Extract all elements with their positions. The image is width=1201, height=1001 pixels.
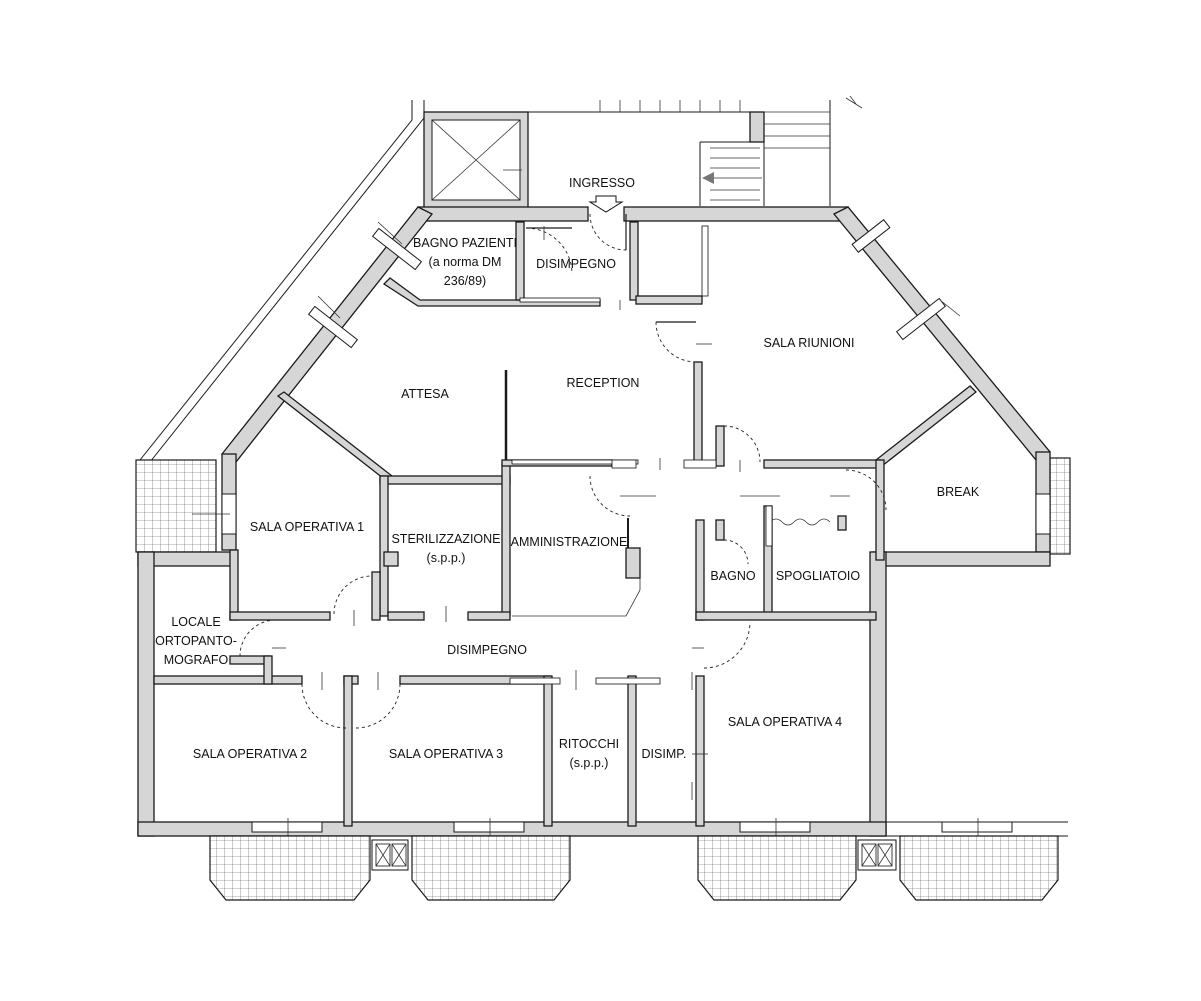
label-bagno-pazienti-ref: 236/89) — [444, 274, 486, 288]
label-mografo: MOGRAFO — [164, 653, 229, 667]
label-sala-operativa-4: SALA OPERATIVA 4 — [728, 715, 842, 729]
label-disimp: DISIMP. — [642, 747, 687, 761]
balcony-grid-right — [1049, 457, 1071, 555]
entrance-lobby — [503, 100, 830, 213]
label-disimpegno-main: DISIMPEGNO — [447, 643, 527, 657]
label-spogliatoio: SPOGLIATOIO — [776, 569, 861, 583]
swing-doors — [239, 213, 887, 729]
label-sterilizzazione-note: (s.p.p.) — [427, 551, 466, 565]
label-bagno: BAGNO — [710, 569, 755, 583]
label-disimpegno-top: DISIMPEGNO — [536, 257, 616, 271]
label-bagno-pazienti: BAGNO PAZIENTI — [413, 236, 517, 250]
label-locale: LOCALE — [171, 615, 220, 629]
label-sala-operativa-2: SALA OPERATIVA 2 — [193, 747, 307, 761]
label-ortopanto: ORTOPANTO- — [155, 634, 237, 648]
label-sala-operativa-3: SALA OPERATIVA 3 — [389, 747, 503, 761]
label-bagno-pazienti-note: (a norma DM — [429, 255, 502, 269]
arrow-left-icon — [702, 172, 762, 184]
dimension-ticks — [272, 226, 850, 800]
windows — [192, 219, 1051, 858]
label-sala-riunioni: SALA RIUNIONI — [764, 336, 855, 350]
label-ritocchi-note: (s.p.p.) — [570, 756, 609, 770]
north-corner-detail — [845, 95, 863, 109]
label-sterilizzazione: STERILIZZAZIONE — [391, 532, 500, 546]
label-attesa: ATTESA — [401, 387, 449, 401]
label-ingresso: INGRESSO — [569, 176, 635, 190]
label-sala-operativa-1: SALA OPERATIVA 1 — [250, 520, 364, 534]
label-break: BREAK — [937, 485, 980, 499]
elevator-shaft — [423, 111, 529, 209]
room-labels: INGRESSO BAGNO PAZIENTI (a norma DM 236/… — [155, 176, 980, 770]
bottom-balconies — [209, 835, 1059, 901]
balcony-grid-left — [135, 459, 217, 553]
stairs — [599, 100, 830, 201]
label-ritocchi: RITOCCHI — [559, 737, 619, 751]
arrow-down-icon — [588, 195, 624, 213]
label-amministrazione: AMMINISTRAZIONE — [511, 535, 628, 549]
sliding-doors — [509, 225, 831, 685]
label-reception: RECEPTION — [567, 376, 640, 390]
interior-walls — [153, 221, 977, 827]
